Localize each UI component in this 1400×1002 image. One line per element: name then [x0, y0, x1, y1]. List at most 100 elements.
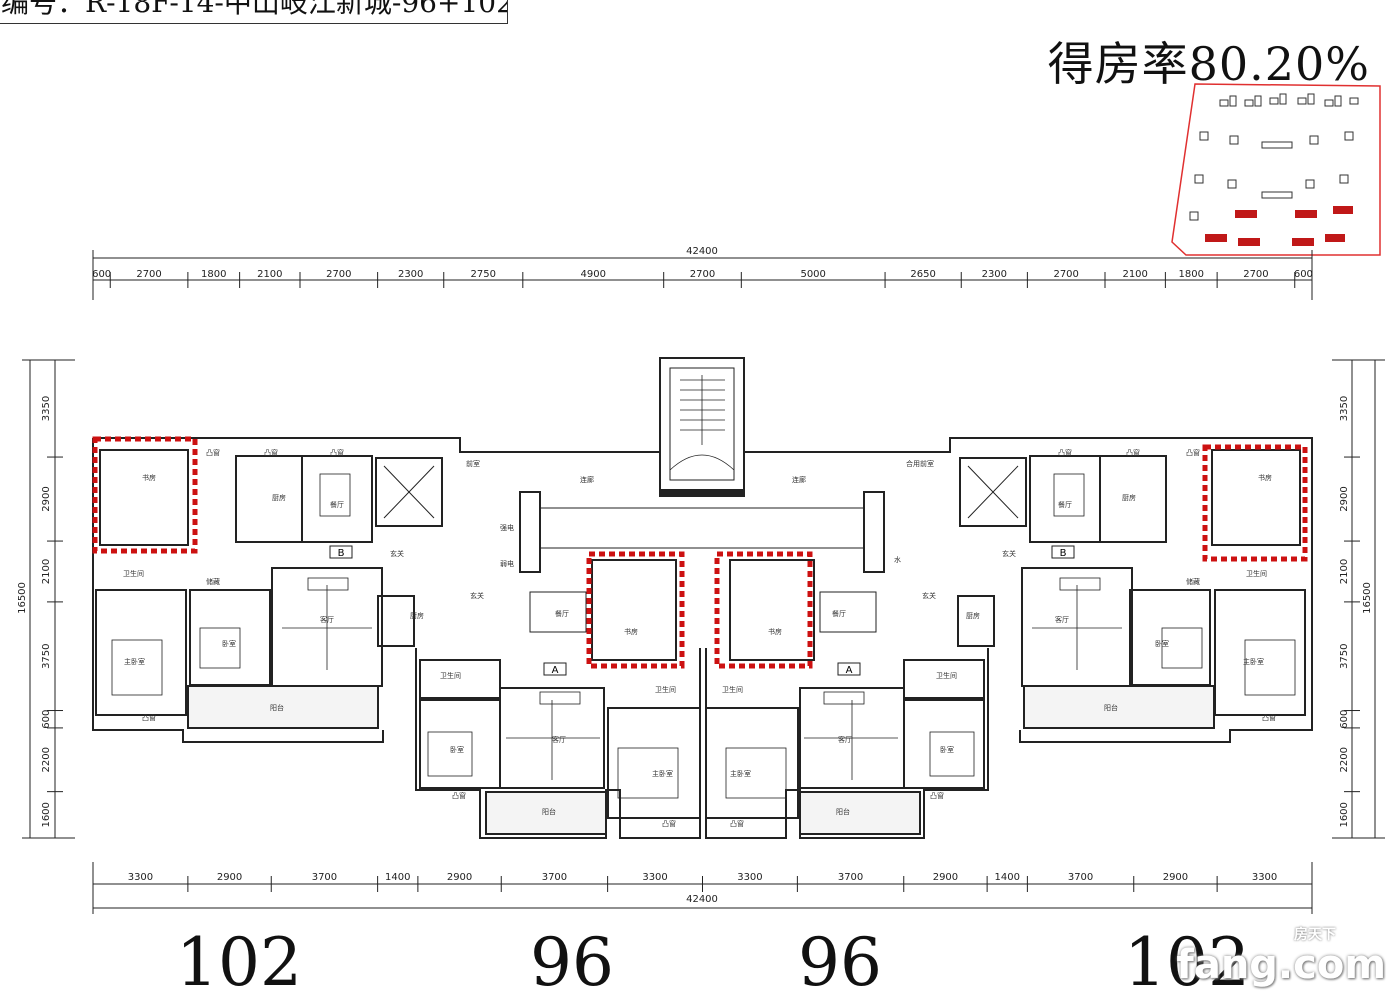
- dimension-value: 2900: [41, 486, 52, 511]
- room-bay-window: 凸窗: [730, 819, 744, 828]
- room-lobby: 前室: [466, 459, 480, 468]
- dimension-value: 5000: [800, 269, 825, 280]
- room-labels: 书房 书房 书房 书房 卫生间 卫生间 卫生间 卫生间 卫生间 卫生间 储藏 储…: [123, 448, 1276, 828]
- room-master-bedroom: 主卧室: [1243, 657, 1264, 666]
- dimension-value: 2700: [136, 269, 161, 280]
- room-study: 书房: [768, 627, 782, 636]
- dimension-value: 3750: [1339, 643, 1350, 668]
- room-dining: 餐厅: [330, 500, 344, 509]
- dimension-value: 600: [1294, 269, 1313, 280]
- dimension-value: 3300: [737, 872, 762, 883]
- dimension-value: 3350: [41, 396, 52, 421]
- room-bedroom: 卧室: [222, 639, 236, 648]
- room-master-bedroom: 主卧室: [730, 769, 751, 778]
- room-bay-window: 凸窗: [1058, 448, 1072, 457]
- dimension-value: 2650: [910, 269, 935, 280]
- room-living: 客厅: [838, 735, 852, 744]
- room-entrance: 玄关: [470, 591, 484, 600]
- room-entrance: 玄关: [390, 549, 404, 558]
- room-bathroom: 卫生间: [722, 685, 743, 694]
- dimension-value: 600: [41, 710, 52, 729]
- room-bedroom: 卧室: [1155, 639, 1169, 648]
- room-bay-window: 凸窗: [330, 448, 344, 457]
- room-entrance: 玄关: [1002, 549, 1016, 558]
- room-storage: 储藏: [206, 577, 220, 586]
- building-walls: [92, 357, 1313, 839]
- room-living: 客厅: [552, 735, 566, 744]
- room-balcony: 阳台: [270, 703, 284, 712]
- dimension-value: 3700: [542, 872, 567, 883]
- room-bay-window: 凸窗: [142, 713, 156, 722]
- room-bay-window: 凸窗: [264, 448, 278, 457]
- room-kitchen: 厨房: [410, 611, 424, 620]
- room-balcony: 阳台: [1104, 703, 1118, 712]
- room-dining: 餐厅: [1058, 500, 1072, 509]
- dimension-value: 1400: [995, 872, 1020, 883]
- unit-area-4: 102: [1124, 924, 1250, 1001]
- room-master-bedroom: 主卧室: [124, 657, 145, 666]
- site-keyplan: [1171, 83, 1381, 256]
- room-kitchen: 厨房: [272, 493, 286, 502]
- dimension-value: 2100: [1122, 269, 1147, 280]
- highlight-study-boxes: [92, 436, 1308, 669]
- unit-area-1: 102: [176, 924, 302, 1001]
- room-bathroom: 卫生间: [655, 685, 676, 694]
- dimension-value: 2900: [447, 872, 472, 883]
- room-kitchen: 厨房: [966, 611, 980, 620]
- dimension-value: 3700: [1068, 872, 1093, 883]
- dimension-value: 3350: [1339, 396, 1350, 421]
- unit-area-2: 96: [530, 924, 614, 1001]
- unit-tag-a: A: [846, 665, 853, 676]
- dimension-value: 2100: [41, 559, 52, 584]
- overall-width-top: 42400: [686, 246, 718, 257]
- dimension-value: 4900: [581, 269, 606, 280]
- room-bay-window: 凸窗: [1126, 448, 1140, 457]
- room-bedroom: 卧室: [940, 745, 954, 754]
- dimension-value: 2900: [1339, 486, 1350, 511]
- room-kitchen: 厨房: [1122, 493, 1136, 502]
- room-corridor: 连廊: [792, 475, 806, 484]
- dimension-value: 2300: [398, 269, 423, 280]
- dimension-value: 2100: [1339, 559, 1350, 584]
- unit-tag-b: B: [1060, 548, 1067, 559]
- dimension-value: 1800: [1179, 269, 1204, 280]
- dimension-value: 3300: [128, 872, 153, 883]
- room-balcony: 阳台: [836, 807, 850, 816]
- dimension-value: 3700: [312, 872, 337, 883]
- room-water-shaft: 水: [894, 555, 901, 564]
- room-bay-window: 凸窗: [1186, 448, 1200, 457]
- room-dining: 餐厅: [832, 609, 846, 618]
- room-living: 客厅: [320, 615, 334, 624]
- room-study: 书房: [1258, 473, 1272, 482]
- dimension-value: 3700: [838, 872, 863, 883]
- dimension-value: 1400: [385, 872, 410, 883]
- efficiency-ratio: 得房率80.20%: [1047, 37, 1370, 91]
- dimension-value: 1800: [201, 269, 226, 280]
- dimension-value: 2100: [257, 269, 282, 280]
- dimension-value: 600: [92, 269, 111, 280]
- unit-tags: B B A A: [329, 545, 1075, 676]
- unit-tag-a: A: [552, 665, 559, 676]
- room-bay-window: 凸窗: [206, 448, 220, 457]
- room-storage: 储藏: [1186, 577, 1200, 586]
- room-bathroom: 卫生间: [936, 671, 957, 680]
- room-corridor: 连廊: [580, 475, 594, 484]
- room-bathroom: 卫生间: [1246, 569, 1267, 578]
- dimension-value: 3300: [1252, 872, 1277, 883]
- room-bathroom: 卫生间: [440, 671, 461, 680]
- dimension-value: 2900: [1163, 872, 1188, 883]
- room-living: 客厅: [1055, 615, 1069, 624]
- dimension-value: 1600: [1339, 802, 1350, 827]
- dimension-value: 3750: [41, 643, 52, 668]
- room-bay-window: 凸窗: [1262, 713, 1276, 722]
- dimension-value: 2200: [41, 747, 52, 772]
- dimension-value: 2700: [1053, 269, 1078, 280]
- side-dimension-lines: [22, 359, 1385, 839]
- dimension-value: 600: [1339, 710, 1350, 729]
- overall-width-bottom: 42400: [686, 894, 718, 905]
- room-dining: 餐厅: [555, 609, 569, 618]
- room-bathroom: 卫生间: [123, 569, 144, 578]
